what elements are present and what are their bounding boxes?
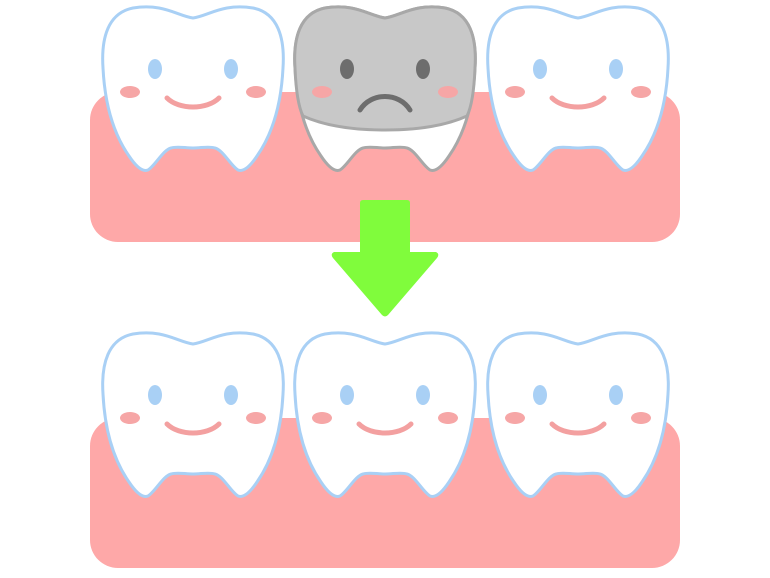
tooth-after-1 xyxy=(101,331,285,498)
right-eye xyxy=(609,59,623,79)
down-arrow-shape xyxy=(331,200,439,317)
tooth-body xyxy=(101,331,285,498)
smile-mouth xyxy=(164,95,222,110)
left-cheek xyxy=(120,412,140,424)
arrow-down-icon xyxy=(331,200,439,317)
right-cheek xyxy=(631,412,651,424)
left-eye xyxy=(533,385,547,405)
right-cheek xyxy=(438,412,458,424)
tooth-before-2 xyxy=(293,5,477,172)
right-eye xyxy=(609,385,623,405)
metal-crown xyxy=(293,5,477,132)
left-eye xyxy=(340,385,354,405)
tooth-body xyxy=(486,5,670,172)
left-cheek xyxy=(312,412,332,424)
left-eye xyxy=(148,385,162,405)
right-eye xyxy=(416,385,430,405)
right-cheek xyxy=(246,86,266,98)
right-cheek xyxy=(246,412,266,424)
left-eye xyxy=(340,59,354,79)
right-eye xyxy=(416,59,430,79)
smile-mouth xyxy=(549,95,607,110)
teeth-row-after xyxy=(90,331,680,568)
frown-mouth xyxy=(357,94,413,113)
smile-mouth xyxy=(356,421,414,436)
smile-mouth xyxy=(164,421,222,436)
left-cheek xyxy=(312,86,332,98)
tooth-before-1 xyxy=(101,5,285,172)
tooth-before-3 xyxy=(486,5,670,172)
teeth-row-before xyxy=(90,5,680,242)
tooth-body xyxy=(101,5,285,172)
right-cheek xyxy=(438,86,458,98)
tooth-after-3 xyxy=(486,331,670,498)
left-eye xyxy=(148,59,162,79)
right-eye xyxy=(224,385,238,405)
left-cheek xyxy=(505,412,525,424)
tooth-body xyxy=(293,331,477,498)
left-eye xyxy=(533,59,547,79)
tooth-after-2 xyxy=(293,331,477,498)
right-eye xyxy=(224,59,238,79)
tooth-body xyxy=(486,331,670,498)
left-cheek xyxy=(505,86,525,98)
right-cheek xyxy=(631,86,651,98)
left-cheek xyxy=(120,86,140,98)
smile-mouth xyxy=(549,421,607,436)
